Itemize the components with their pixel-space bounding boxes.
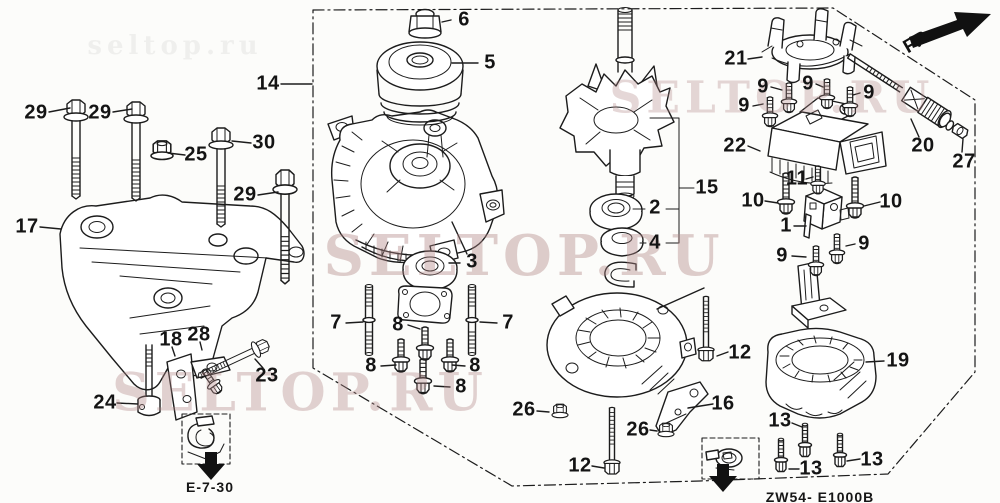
group-15-bracket-line <box>632 117 695 244</box>
ref-code-left: E-7-30 <box>185 479 235 495</box>
alternator-front-housing <box>327 109 505 265</box>
part-9-bolt <box>818 78 836 110</box>
hose-clamp-ref-right <box>701 437 760 492</box>
part-9-bolt <box>780 82 798 114</box>
part-27-nut <box>951 122 969 140</box>
part-26-nut <box>657 422 675 438</box>
part-3-bearing <box>402 250 458 291</box>
down-arrow-icon <box>709 464 737 492</box>
part-8-bolt <box>415 326 435 361</box>
part-15-rotor <box>559 7 675 200</box>
bearing-retainer-plate <box>397 285 453 324</box>
part-13-stud <box>773 437 789 473</box>
part-29-bolt <box>63 99 89 200</box>
part-21-brush-holder <box>761 8 863 84</box>
part-19-rear-cover <box>765 327 877 419</box>
part-25-nut <box>150 140 174 161</box>
part-13-stud <box>832 432 848 468</box>
part-5-pulley <box>376 41 464 126</box>
hose-clamp-ref <box>181 413 231 480</box>
assembly-boundary-box <box>312 7 976 487</box>
part-29-bolt <box>123 101 149 202</box>
part-7-stud <box>465 283 479 357</box>
part-10-bolt <box>776 172 796 215</box>
part-2-bearing <box>589 193 643 231</box>
part-9-bolt <box>761 96 779 128</box>
terminal-washers <box>938 112 955 131</box>
part-8-bolt <box>391 338 411 373</box>
fr-direction-arrow-icon <box>909 12 991 48</box>
part-11-bolt <box>810 165 826 195</box>
part-17-mount-bracket <box>59 194 305 391</box>
part-12-bolt <box>603 406 621 475</box>
part-9-bolt <box>841 86 859 118</box>
part-8-bolt <box>413 358 433 395</box>
part-1-block <box>803 188 850 239</box>
part-8-bolt <box>440 338 460 373</box>
ref-code-right: ZW54- E1000B <box>765 489 875 503</box>
part-24-stud <box>137 344 161 417</box>
down-arrow-icon <box>197 452 225 480</box>
rotor-clip <box>604 261 637 288</box>
stator-housing <box>546 292 697 398</box>
part-16-bracket <box>655 381 709 437</box>
part-12-bolt <box>697 295 715 362</box>
part-9-bolt <box>807 245 825 277</box>
part-7-stud <box>362 283 376 357</box>
part-4-washer <box>600 227 644 257</box>
part-10-bolt <box>845 176 865 219</box>
part-26-nut <box>551 403 569 419</box>
leader-lines <box>39 19 964 470</box>
part-13-stud <box>797 422 813 458</box>
part-6-nut <box>408 8 442 39</box>
terminal-rod <box>846 53 904 93</box>
part-9-bolt <box>828 233 846 265</box>
